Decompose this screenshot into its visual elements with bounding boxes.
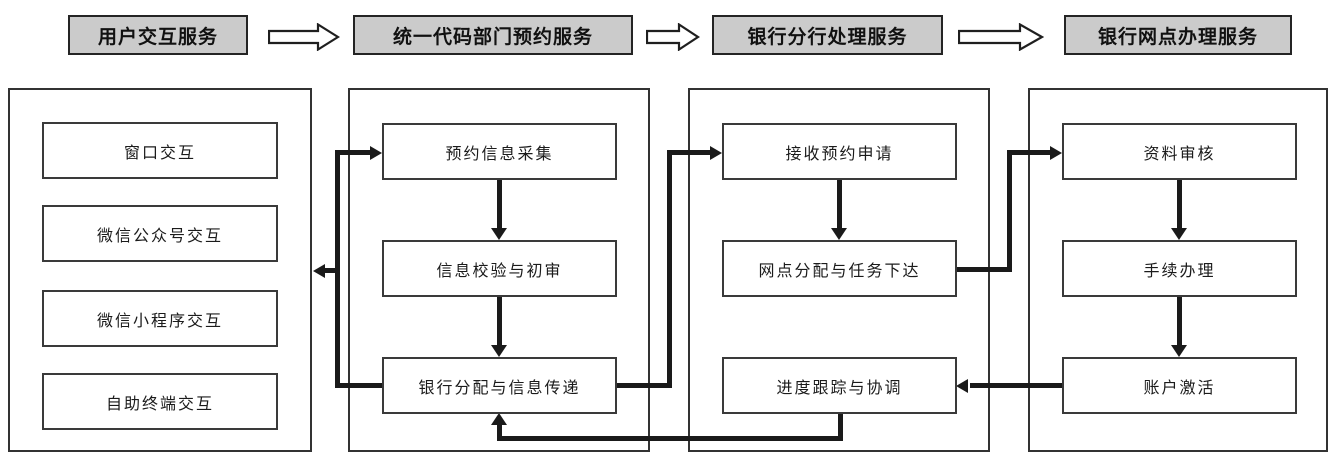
connector-activation-to-tracking — [970, 383, 1062, 388]
panel-bank-outlet — [1028, 88, 1328, 452]
arrowhead-right-icon — [370, 146, 382, 160]
node-window-interaction: 窗口交互 — [42, 122, 278, 179]
connector-into-collection — [338, 150, 370, 155]
node-reservation-info-collection: 预约信息采集 — [382, 123, 617, 180]
node-wechat-official-account: 微信公众号交互 — [42, 205, 278, 262]
connector-allocate-exit-right — [617, 383, 670, 388]
node-outlet-allocation-task-assignment: 网点分配与任务下达 — [722, 240, 957, 297]
stage-box-unified-code-dept: 统一代码部门预约服务 — [353, 15, 633, 55]
arrowhead-down-icon — [1171, 228, 1187, 240]
connector-return-riser — [497, 425, 502, 441]
connector-left-riser — [335, 150, 340, 388]
node-progress-tracking-coordination: 进度跟踪与协调 — [722, 357, 957, 414]
panel-unified-code-dept — [348, 88, 650, 452]
flow-arrow-icon — [268, 23, 340, 51]
node-receive-reservation-application: 接收预约申请 — [722, 123, 957, 180]
arrowhead-right-icon — [1050, 146, 1062, 160]
node-bank-allocation-info-transfer: 银行分配与信息传递 — [382, 357, 617, 414]
node-procedure-handling: 手续办理 — [1062, 240, 1297, 297]
arrowhead-up-icon — [491, 413, 507, 425]
arrowhead-right-icon — [710, 146, 722, 160]
arrowhead-down-icon — [831, 228, 847, 240]
stage-box-bank-branch: 银行分行处理服务 — [712, 15, 943, 55]
arrowhead-left-icon — [313, 264, 325, 278]
node-self-service-terminal: 自助终端交互 — [42, 373, 278, 430]
stage-box-bank-outlet: 银行网点办理服务 — [1064, 15, 1292, 55]
flow-arrow-icon — [646, 23, 700, 51]
arrowhead-left-icon — [956, 379, 968, 393]
connector-collect-to-verify — [497, 180, 502, 228]
connector-receive-to-assign — [837, 180, 842, 228]
node-info-verification-review: 信息校验与初审 — [382, 240, 617, 297]
connector-into-receive — [670, 150, 710, 155]
node-wechat-miniprogram: 微信小程序交互 — [42, 290, 278, 347]
connector-right-riser — [1007, 150, 1012, 272]
connector-assign-exit-right — [956, 267, 1010, 272]
arrowhead-down-icon — [491, 345, 507, 357]
connector-verify-to-allocate — [497, 297, 502, 345]
connector-mid-riser — [667, 150, 672, 388]
connector-into-user-panel — [325, 268, 337, 273]
connector-into-review — [1010, 150, 1050, 155]
node-account-activation: 账户激活 — [1062, 357, 1297, 414]
arrowhead-down-icon — [1171, 345, 1187, 357]
flow-arrow-icon — [958, 23, 1044, 51]
connector-tracking-drop — [838, 413, 843, 441]
arrowhead-down-icon — [491, 228, 507, 240]
panel-user-interaction — [8, 88, 312, 452]
stage-box-user-interaction: 用户交互服务 — [68, 15, 248, 55]
connector-allocate-exit-left — [335, 383, 382, 388]
node-material-review: 资料审核 — [1062, 123, 1297, 180]
connector-review-to-procedure — [1177, 180, 1182, 228]
connector-procedure-to-activation — [1177, 297, 1182, 345]
connector-bottom-return — [497, 436, 843, 441]
